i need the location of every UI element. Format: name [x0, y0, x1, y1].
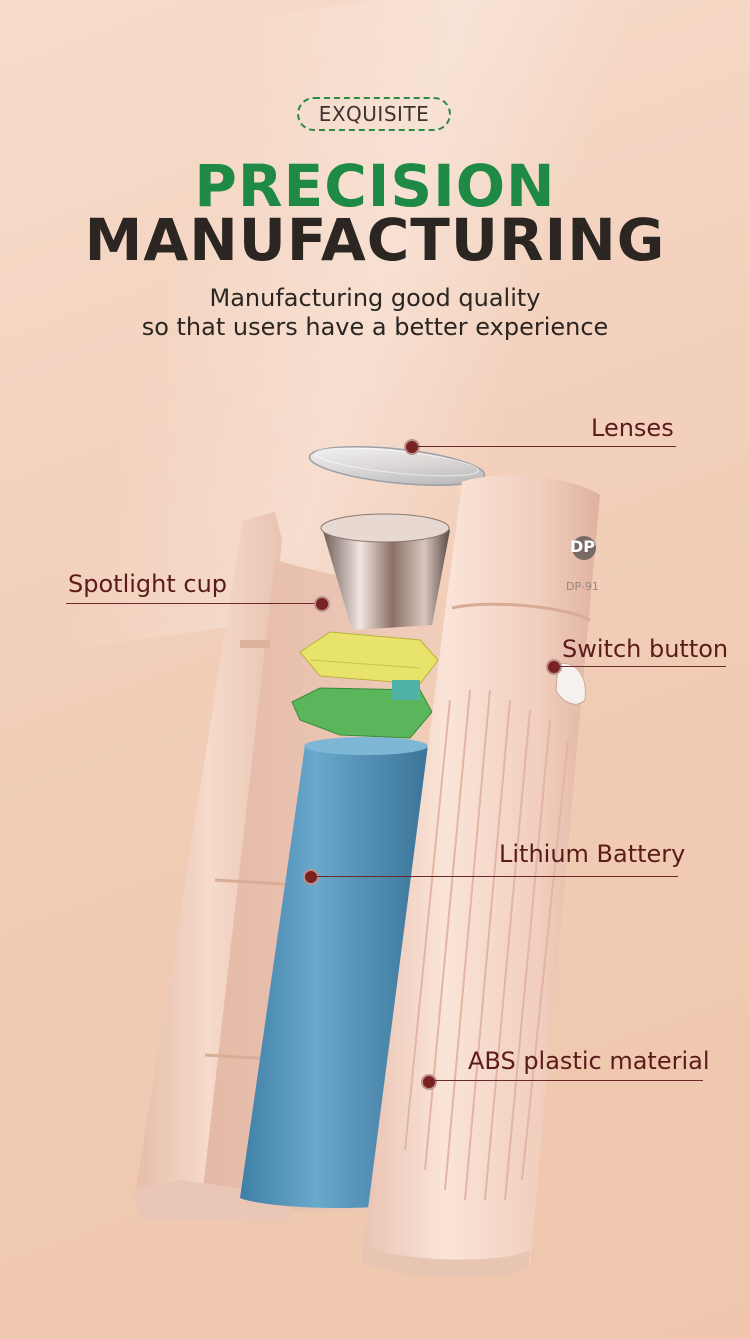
lithium-battery-line	[315, 876, 678, 877]
switch-button-marker	[546, 659, 562, 675]
lithium-battery-marker	[303, 869, 319, 885]
callout-switch-button: Switch button	[562, 635, 729, 663]
badge-label: EXQUISITE	[318, 102, 430, 126]
product-model: DP-91	[566, 580, 599, 593]
subtitle-line-1: Manufacturing good quality	[209, 284, 541, 312]
lenses-line	[416, 446, 676, 447]
dp-logo-icon	[572, 536, 596, 560]
product-logo: DP	[570, 537, 596, 556]
abs-plastic-line	[433, 1080, 703, 1081]
led-board-part	[299, 631, 439, 685]
lenses-marker	[404, 439, 420, 455]
callout-abs-plastic: ABS plastic material	[468, 1047, 710, 1075]
abs-plastic-marker	[421, 1074, 437, 1090]
badge-exquisite: EXQUISITE	[297, 97, 451, 131]
lens-part	[308, 446, 486, 486]
title-line-1: PRECISION	[194, 152, 556, 220]
spotlight-cup-part	[320, 513, 450, 630]
callout-spotlight-cup: Spotlight cup	[68, 570, 228, 598]
callout-lithium-battery: Lithium Battery	[499, 840, 686, 868]
spotlight-cup-line	[66, 603, 318, 604]
right-body-part	[362, 475, 600, 1278]
callout-lenses: Lenses	[591, 414, 674, 442]
spotlight-cup-marker	[314, 596, 330, 612]
title-line-2: MANUFACTURING	[84, 206, 666, 274]
switch-button-line	[558, 666, 726, 667]
subtitle-line-2: so that users have a better experience	[141, 313, 609, 341]
battery-part	[240, 737, 428, 1209]
pcb-part	[291, 680, 433, 739]
